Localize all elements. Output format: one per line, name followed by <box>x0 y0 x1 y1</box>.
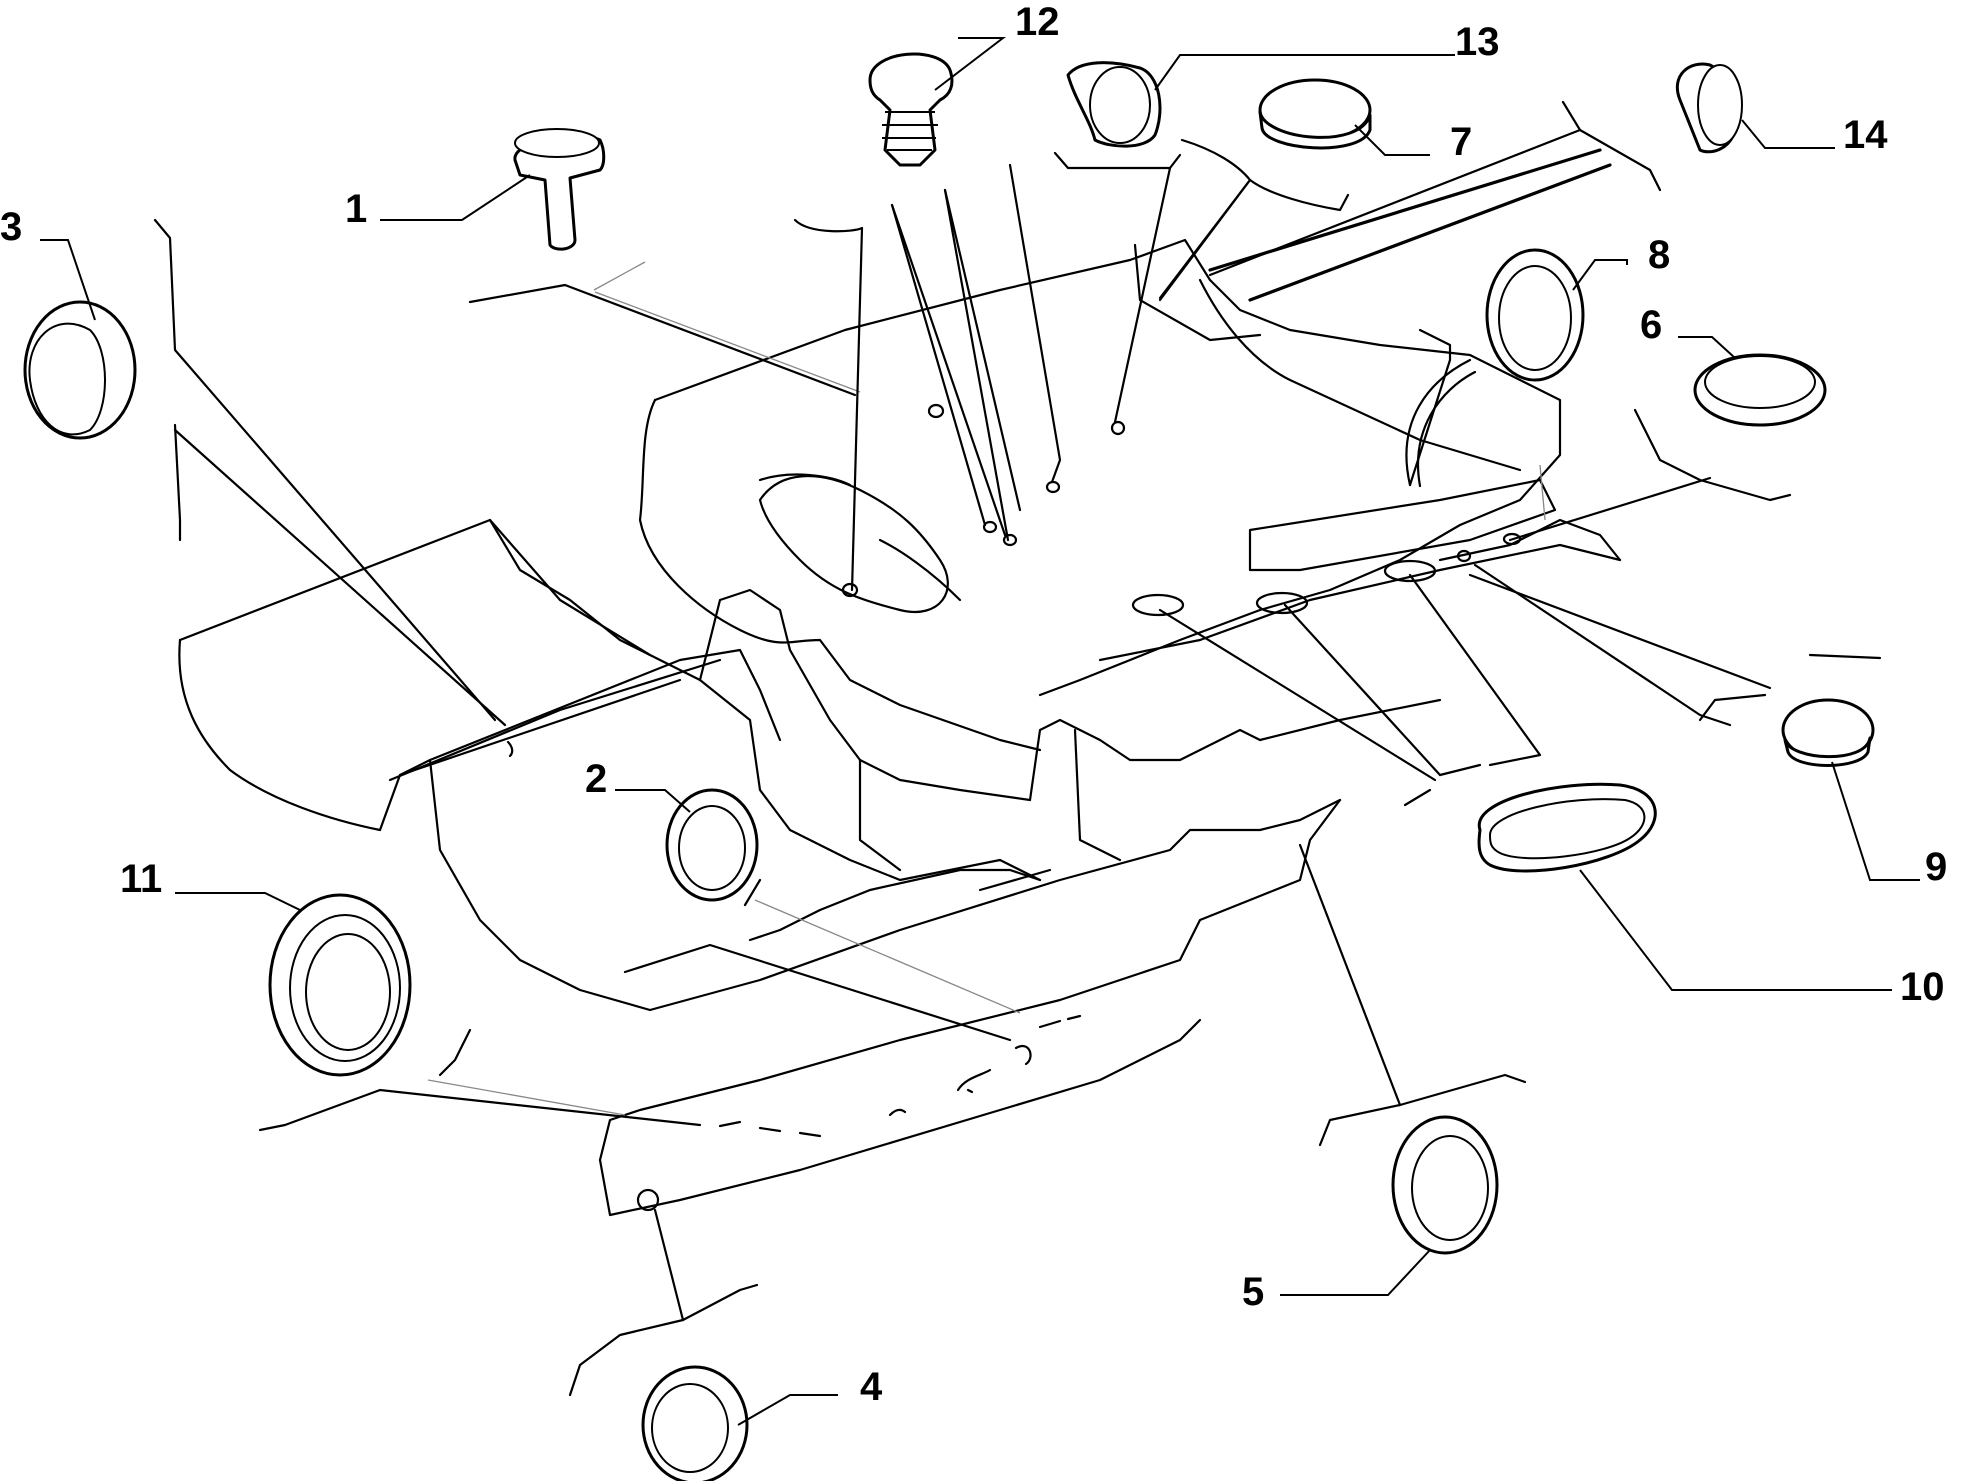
callout-8: 8 <box>1648 233 1670 277</box>
callout-3: 3 <box>0 205 22 249</box>
callout-9: 9 <box>1925 845 1947 889</box>
callout-labels: 1 2 3 4 5 6 7 8 9 10 11 12 13 14 <box>0 0 1947 1409</box>
callout-2: 2 <box>585 757 607 801</box>
part-10-oval-plug <box>1477 782 1657 873</box>
callout-10: 10 <box>1900 965 1945 1009</box>
part-2-grommet <box>665 788 759 902</box>
floor-pan-body <box>178 148 1622 1217</box>
part-12-tree-fastener <box>868 52 954 167</box>
callout-5: 5 <box>1242 1270 1264 1314</box>
part-3-grommet <box>23 300 137 440</box>
callout-11: 11 <box>120 857 162 901</box>
callout-leaders <box>40 37 1920 1426</box>
part-14-small-plug <box>1675 62 1743 154</box>
part-1-push-pin <box>513 128 606 251</box>
part-6-flat-plug <box>1693 353 1827 427</box>
part-13-mushroom-plug <box>1066 61 1162 148</box>
part-9-cap-plug <box>1781 698 1875 767</box>
part-5-grommet <box>1391 1115 1499 1255</box>
part-7-cap-plug <box>1258 78 1372 150</box>
callout-14: 14 <box>1843 113 1888 157</box>
callout-7: 7 <box>1450 120 1472 164</box>
part-11-large-grommet <box>268 893 412 1077</box>
callout-12: 12 <box>1015 0 1060 44</box>
callout-1: 1 <box>345 187 367 231</box>
leader-lines <box>153 100 1882 1397</box>
callout-6: 6 <box>1640 303 1662 347</box>
part-4-cap-plug <box>641 1365 749 1481</box>
parts <box>23 52 1875 1481</box>
part-8-ring-grommet <box>1485 248 1585 382</box>
callout-13: 13 <box>1455 20 1500 64</box>
callout-4: 4 <box>860 1365 883 1409</box>
